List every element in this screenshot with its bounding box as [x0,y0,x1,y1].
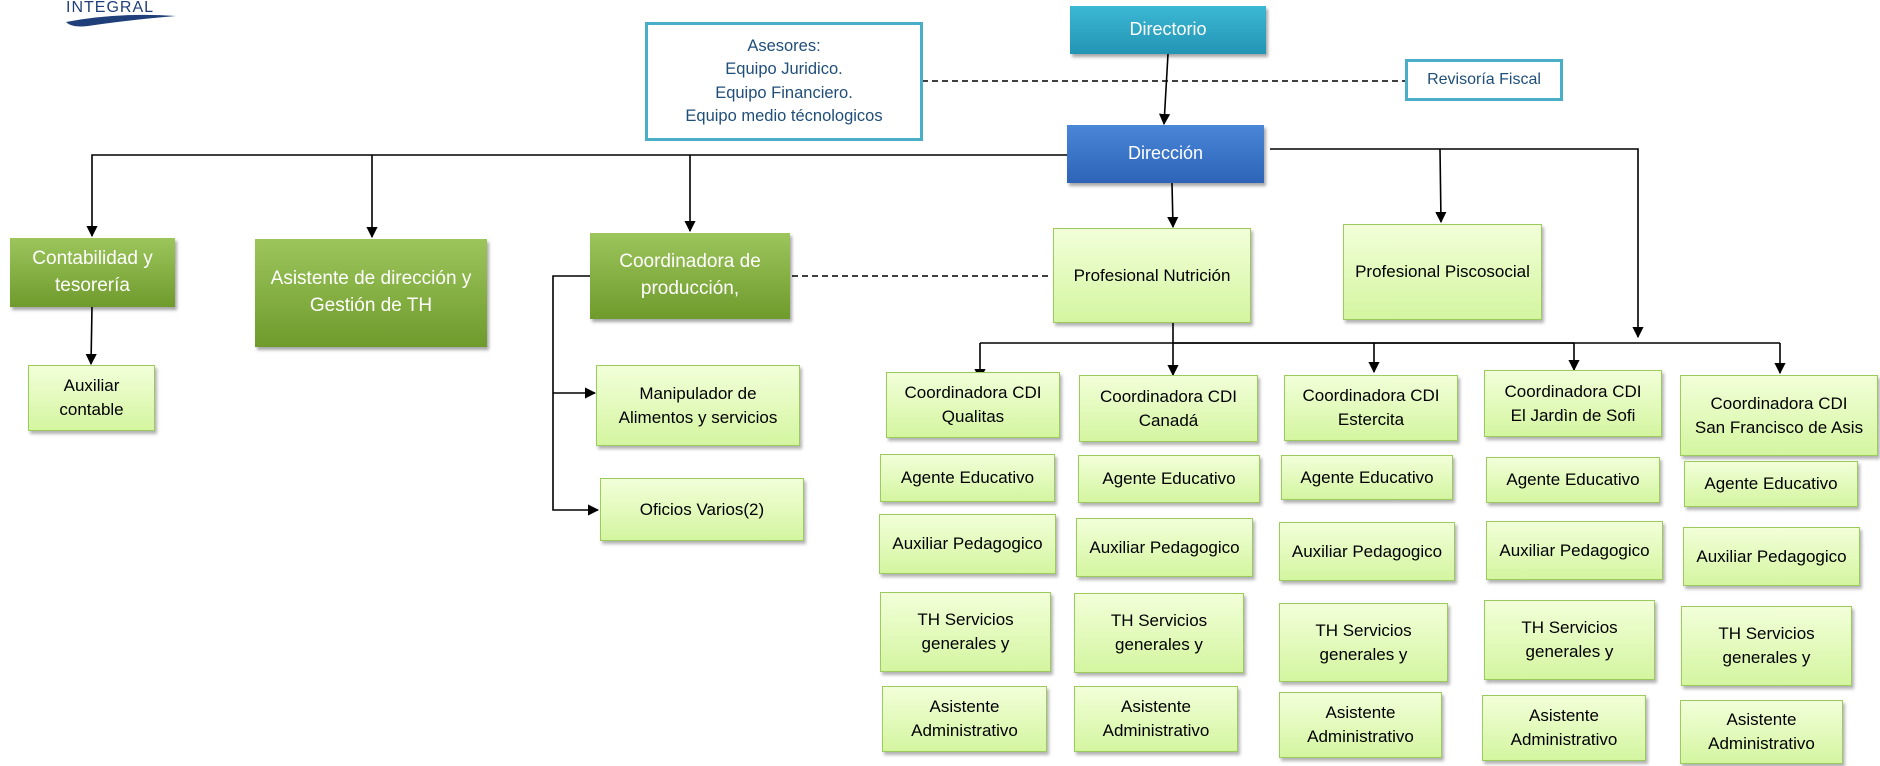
cdi-estercita-th: TH Servicios generales y [1279,603,1448,682]
cdi-san-francisco-agente: Agente Educativo [1684,461,1858,507]
cdi-asistente-label: Asistente Administrativo [1307,703,1414,746]
direccion-box: Dirección [1067,125,1264,183]
cdi-canada-auxiliar: Auxiliar Pedagogico [1076,518,1253,577]
cdi-th-label: TH Servicios generales y [1718,624,1815,667]
cdi-th-label: TH Servicios generales y [1521,618,1618,661]
cdi-qualitas-coordinadora: Coordinadora CDI Qualitas [886,372,1060,438]
profesional-psicosocial-box: Profesional Piscosocial [1343,224,1542,320]
directorio-box: Directorio [1070,6,1266,54]
cdi-qualitas-asistente: Asistente Administrativo [882,686,1047,752]
cdi-canada-agente: Agente Educativo [1078,455,1260,503]
cdi-agente-label: Agente Educativo [1704,474,1838,494]
cdi-auxiliar-label: Auxiliar Pedagogico [1499,540,1650,560]
manipulador-box: Manipulador de Alimentos y servicios [596,365,800,446]
cdi-estercita-auxiliar: Auxiliar Pedagogico [1279,522,1455,581]
cdi-asistente-label: Asistente Administrativo [911,697,1018,740]
directorio-label: Directorio [1129,19,1207,40]
cdi-agente-label: Agente Educativo [1300,467,1434,487]
auxiliar-contable-box: Auxiliar contable [28,365,155,431]
cdi-coordinadora-label: Coordinadora CDI Estercita [1302,386,1440,429]
cdi-auxiliar-label: Auxiliar Pedagogico [1696,546,1847,566]
cdi-san-francisco-asistente: Asistente Administrativo [1680,700,1843,764]
cdi-coordinadora-label: Coordinadora CDI El Jardìn de Sofi [1504,381,1642,425]
cdi-auxiliar-label: Auxiliar Pedagogico [1291,541,1443,561]
contabilidad-box: Contabilidad y tesorería [10,238,175,307]
cdi-asistente-label: Asistente Administrativo [1510,706,1618,749]
cdi-jardin-sofi-asistente: Asistente Administrativo [1482,695,1646,761]
cdi-agente-label: Agente Educativo [1102,469,1236,489]
revisoria-fiscal-box: Revisoría Fiscal [1405,59,1563,101]
cdi-canada-coordinadora: Coordinadora CDI Canadá [1079,375,1258,442]
coordinadora-produccion-box: Coordinadora de producción, [590,233,790,319]
coordinadora-produccion-label: Coordinadora de producción, [619,251,761,299]
cdi-san-francisco-th: TH Servicios generales y [1681,606,1852,686]
cdi-jardin-sofi-coordinadora: Coordinadora CDI El Jardìn de Sofi [1484,370,1662,437]
profesional-nutricion-box: Profesional Nutrición [1053,228,1251,323]
cdi-qualitas-auxiliar: Auxiliar Pedagogico [879,514,1056,574]
cdi-jardin-sofi-th: TH Servicios generales y [1484,600,1655,680]
manipulador-label: Manipulador de Alimentos y servicios [618,383,778,427]
revisoria-fiscal-label: Revisoría Fiscal [1427,70,1541,88]
cdi-agente-label: Agente Educativo [900,468,1035,488]
asesores-box: Asesores: Equipo Juridico. Equipo Financ… [645,22,923,141]
auxiliar-contable-label: Auxiliar contable [59,376,124,419]
profesional-nutricion-label: Profesional Nutrición [1073,265,1231,285]
direccion-label: Dirección [1127,143,1204,164]
cdi-canada-asistente: Asistente Administrativo [1074,686,1238,752]
cdi-canada-th: TH Servicios generales y [1074,593,1244,673]
cdi-qualitas-th: TH Servicios generales y [880,592,1051,672]
asistente-direccion-box: Asistente de dirección y Gestión de TH [255,239,487,347]
cdi-auxiliar-label: Auxiliar Pedagogico [892,534,1043,554]
cdi-th-label: TH Servicios generales y [917,610,1014,653]
asistente-direccion-label: Asistente de dirección y Gestión de TH [270,268,472,316]
cdi-agente-label: Agente Educativo [1506,470,1640,490]
cdi-asistente-label: Asistente Administrativo [1102,697,1210,740]
cdi-coordinadora-label: Coordinadora CDI Qualitas [904,383,1042,426]
profesional-psicosocial-label: Profesional Piscosocial [1355,262,1530,282]
cdi-asistente-label: Asistente Administrativo [1708,710,1815,753]
oficios-varios-box: Oficios Varios(2) [600,478,804,541]
cdi-auxiliar-label: Auxiliar Pedagogico [1089,537,1240,557]
cdi-th-label: TH Servicios generales y [1315,620,1412,664]
contabilidad-label: Contabilidad y tesorería [32,247,153,296]
logo-text: INTEGRAL [66,0,154,16]
logo: INTEGRAL [58,0,188,34]
cdi-th-label: TH Servicios generales y [1110,611,1208,654]
cdi-jardin-sofi-agente: Agente Educativo [1486,457,1660,503]
asesores-label: Asesores: Equipo Juridico. Equipo Financ… [685,37,883,125]
cdi-san-francisco-coordinadora: Coordinadora CDI San Francisco de Asis [1680,375,1878,456]
cdi-coordinadora-label: Coordinadora CDI San Francisco de Asis [1694,393,1864,437]
cdi-estercita-asistente: Asistente Administrativo [1279,692,1442,758]
cdi-jardin-sofi-auxiliar: Auxiliar Pedagogico [1486,521,1663,580]
cdi-coordinadora-label: Coordinadora CDI Canadá [1099,386,1237,430]
oficios-varios-label: Oficios Varios(2) [639,499,765,519]
cdi-estercita-agente: Agente Educativo [1281,455,1453,500]
cdi-qualitas-agente: Agente Educativo [880,454,1055,502]
cdi-san-francisco-auxiliar: Auxiliar Pedagogico [1683,527,1860,586]
cdi-estercita-coordinadora: Coordinadora CDI Estercita [1284,375,1458,441]
